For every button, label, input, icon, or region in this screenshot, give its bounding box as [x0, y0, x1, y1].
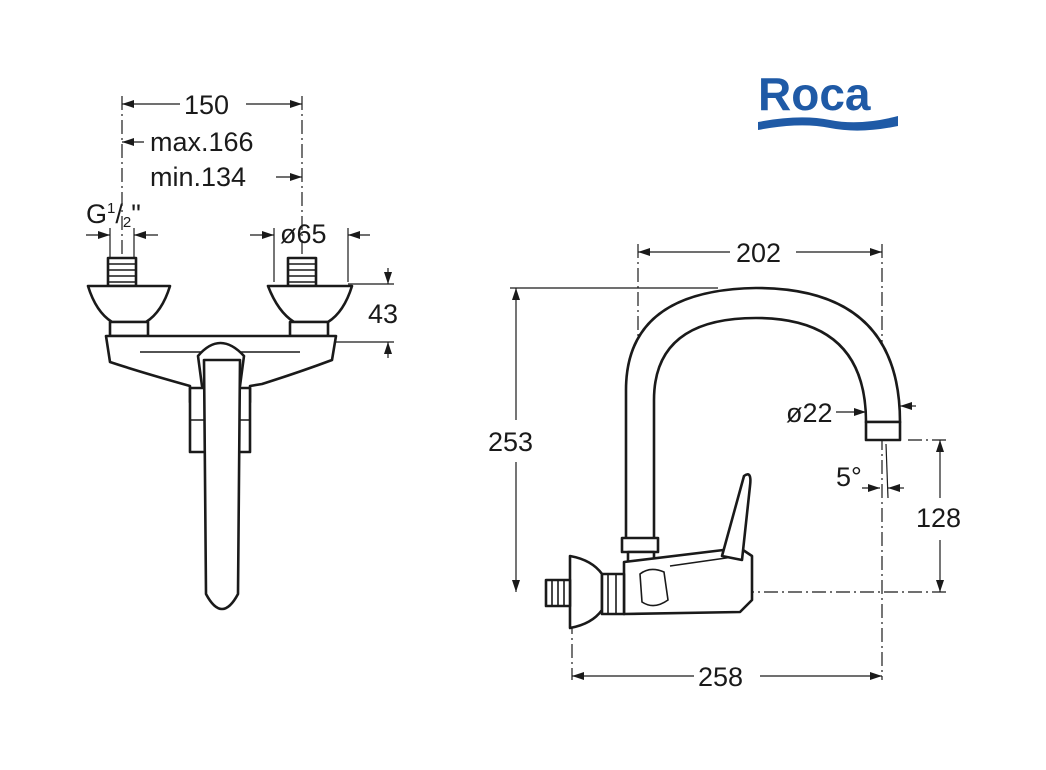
- right-thread: [286, 256, 318, 288]
- wall-flange: [568, 554, 604, 630]
- front-view: 150 max.166 min.134 G1/2" ø65: [86, 90, 398, 611]
- right-flange: [266, 284, 354, 324]
- dim-spout-reach: 202: [736, 238, 781, 268]
- dim-height: 43: [368, 299, 398, 329]
- roca-logo: Roca: [758, 68, 898, 131]
- dim-flange-diameter: ø65: [280, 219, 327, 249]
- side-view: 202 253 ø22 5° 128 258: [488, 238, 961, 692]
- left-flange: [86, 284, 172, 324]
- logo-text: Roca: [758, 68, 871, 120]
- side-thread: [544, 578, 572, 608]
- dim-min-width: min.134: [150, 162, 246, 192]
- logo-wave: [758, 116, 898, 131]
- dim-outlet-diameter: ø22: [786, 398, 833, 428]
- dim-angle: 5°: [836, 462, 862, 492]
- dim-width: 150: [184, 90, 229, 120]
- lever-handle: [720, 473, 752, 562]
- dim-thread: G1/2": [86, 199, 141, 231]
- dim-outlet-height: 128: [916, 503, 961, 533]
- dim-max-width: max.166: [150, 127, 254, 157]
- spout-outlet: [864, 420, 902, 442]
- dim-total-height: 253: [488, 427, 533, 457]
- dim-total-depth: 258: [698, 662, 743, 692]
- left-thread: [106, 256, 138, 288]
- front-spout: [202, 358, 242, 611]
